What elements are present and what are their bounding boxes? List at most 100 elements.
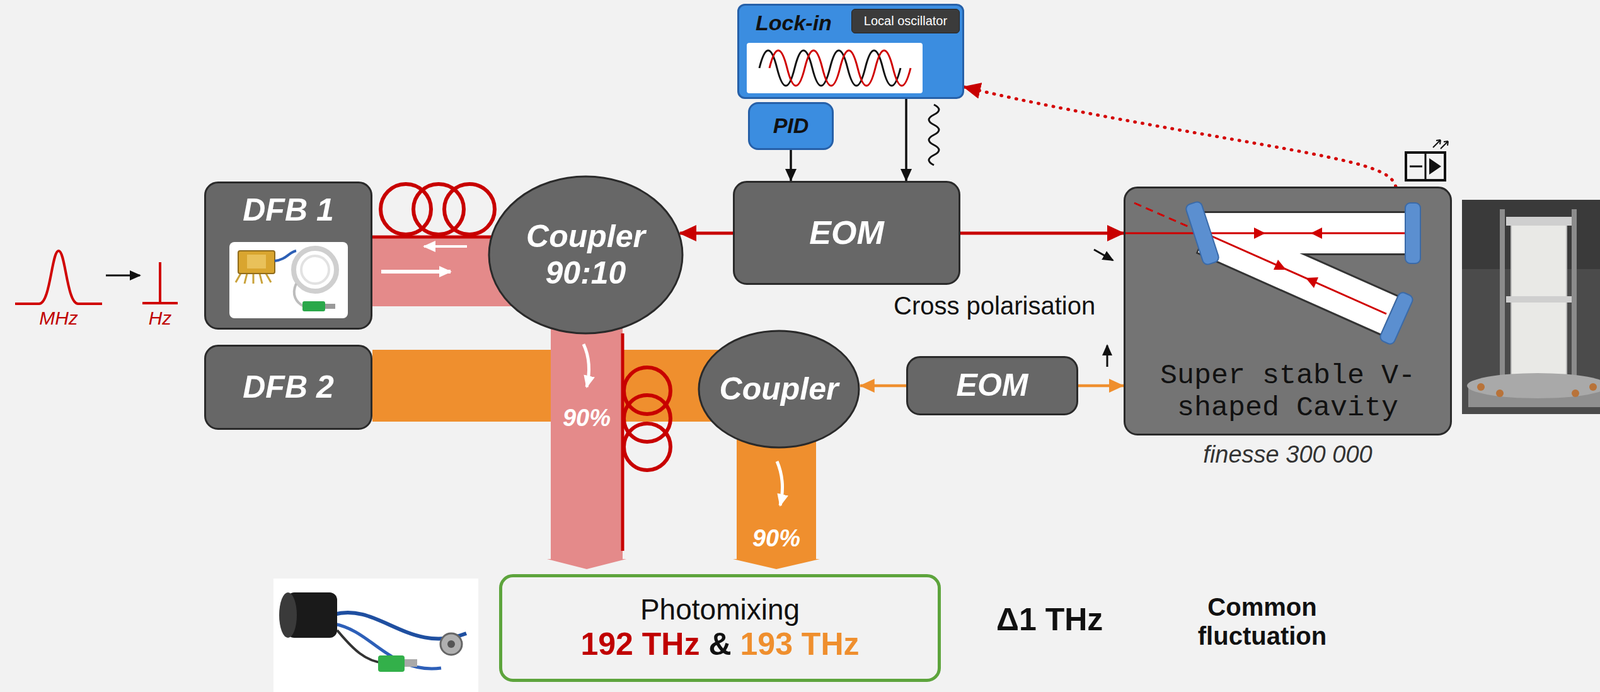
linewidth-symbol	[15, 250, 178, 304]
cavity-photo	[1467, 373, 1600, 399]
photodetector-symbol	[1433, 139, 1449, 149]
fiber-coil	[444, 184, 495, 235]
text-line: EOM	[956, 367, 1029, 404]
photomixer-photo	[378, 655, 405, 672]
annotation-label: Hz	[134, 307, 186, 330]
annotation-label: MHz	[27, 307, 91, 330]
photodetector-symbol	[1424, 152, 1427, 181]
photomixer-photo	[333, 623, 442, 669]
laser-photo	[301, 255, 329, 284]
lock-in-waveform	[746, 42, 923, 94]
node-text: Coupler	[719, 371, 839, 407]
node-text: PID	[773, 113, 810, 138]
cavity-photo	[1461, 199, 1600, 270]
polarisation-arrow	[1093, 249, 1113, 367]
fiber-coil	[623, 367, 671, 415]
photomixer-photo	[447, 640, 455, 648]
laser-photo	[238, 250, 275, 274]
linewidth-symbol	[15, 250, 103, 304]
node-text: finesse 300 000	[1202, 441, 1372, 468]
fiber-band	[732, 433, 820, 570]
connector-group	[790, 149, 792, 181]
node-text: EOM	[956, 367, 1029, 403]
text-line: PID	[773, 113, 810, 139]
cavity-photo	[1496, 389, 1504, 398]
fiber-coil	[623, 423, 671, 471]
cavity-photo	[1571, 209, 1577, 386]
cavity-photo	[1511, 221, 1567, 380]
fiber-coil	[372, 235, 501, 239]
cavity-photo	[1506, 216, 1572, 226]
text-line: Photomixing	[640, 592, 800, 627]
cavity-photo	[1571, 389, 1580, 398]
signal-arrow	[1078, 384, 1124, 388]
feedback-arrow	[964, 86, 1396, 187]
signal-arrow	[960, 231, 1124, 236]
v-cavity-illustration	[1184, 200, 1221, 266]
laser-photo	[325, 303, 336, 309]
flow-arrow	[583, 344, 590, 387]
text-line: DFB 2	[242, 369, 334, 406]
photodetector-symbol	[1405, 152, 1445, 181]
laser-photo	[229, 241, 348, 319]
photomixer-photo	[333, 612, 467, 639]
ellipse-shape	[698, 330, 859, 448]
connector-group	[906, 98, 907, 181]
photodetector-symbol	[1409, 165, 1423, 168]
polarisation-arrow	[1106, 345, 1109, 367]
v-cavity-illustration	[1204, 233, 1391, 316]
fiber-coil	[372, 184, 501, 237]
photomixer-photo	[337, 630, 385, 663]
modulator-box: EOM	[906, 356, 1079, 416]
coupler-ellipse: Coupler	[697, 329, 861, 449]
annotation-label: Common fluctuation	[1174, 592, 1351, 651]
pid-box: PID	[748, 102, 834, 150]
modulator-box: EOM	[732, 180, 961, 285]
polarisation-arrow	[1093, 249, 1113, 261]
laser-photo	[229, 241, 348, 319]
text-line: EOM	[809, 214, 884, 253]
node-text: DFB 1	[242, 192, 334, 228]
fiber-coil	[380, 184, 432, 235]
text-line: Lock-in	[755, 10, 832, 36]
node-text: Super stable V-shaped Cavity	[1160, 359, 1416, 425]
fiber-coil	[622, 333, 671, 551]
photomixer-photo	[279, 592, 297, 638]
laser-box: DFB 2	[204, 344, 373, 430]
photodetector-symbol	[1405, 139, 1449, 181]
v-cavity-illustration	[1204, 233, 1387, 314]
laser-photo	[293, 248, 337, 292]
linewidth-symbol	[142, 262, 178, 304]
photomixer-photo	[440, 633, 462, 655]
connector-group	[372, 349, 726, 422]
node-text: Coupler 90:10	[526, 218, 646, 291]
laser-box: DFB 1	[204, 181, 373, 330]
lock-in-waveform	[746, 42, 923, 94]
text-line: Super stable V-shaped Cavity	[1139, 359, 1437, 426]
connector-group	[960, 233, 1124, 234]
laser-photo	[235, 273, 271, 284]
v-cavity-illustration	[1206, 233, 1389, 316]
node-text: EOM	[809, 214, 884, 251]
v-cavity-illustration	[1125, 232, 1408, 235]
node-text: DFB 2	[242, 369, 334, 405]
text-line: Coupler	[719, 371, 839, 408]
connector-group	[1078, 385, 1124, 387]
lock-in-waveform	[759, 50, 901, 86]
direction-arrow	[381, 269, 451, 274]
connector-group	[860, 385, 907, 387]
modulation-wave	[928, 104, 939, 166]
v-cavity-illustration	[1273, 259, 1287, 270]
flow-arrow	[776, 461, 783, 506]
text-line: 192 THz&193 THz	[580, 626, 859, 663]
fiber-band	[372, 349, 726, 422]
lock-in-box: Lock-inLocal oscillator	[737, 3, 965, 99]
laser-photo	[302, 301, 326, 312]
modulation-wave	[928, 104, 939, 166]
photomixer-photo	[273, 578, 479, 692]
linewidth-symbol	[105, 274, 140, 277]
photodetector-symbol	[1429, 158, 1442, 175]
